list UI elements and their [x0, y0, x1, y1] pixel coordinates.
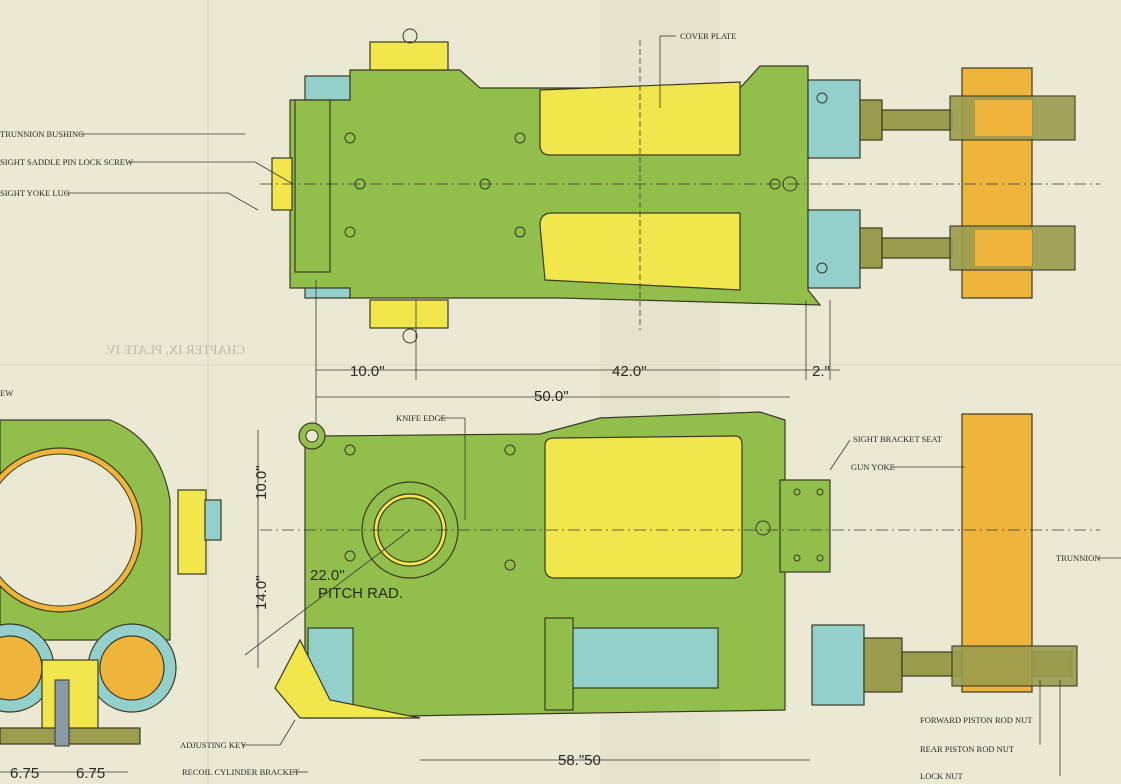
dim-2: 2." [812, 363, 830, 380]
dim-42: 42.0" [612, 363, 647, 380]
label-sight-bracket-seat: SIGHT BRACKET SEAT [853, 434, 943, 444]
dim-6-75-b: 6.75 [76, 765, 105, 782]
side-view [0, 411, 1100, 747]
dim-58-50: 58."50 [558, 752, 601, 769]
label-sight-saddle-pin-lock-screw: SIGHT SADDLE PIN LOCK SCREW [0, 157, 133, 167]
label-forward-piston-rod-nut: FORWARD PISTON ROD NUT [920, 715, 1033, 725]
label-view-partial: EW [0, 388, 13, 398]
top-view [260, 28, 1100, 344]
label-adjusting-key: ADJUSTING KEY [180, 740, 246, 750]
label-cover-plate: COVER PLATE [680, 31, 736, 41]
dim-pitch: 22.0" [310, 567, 345, 584]
label-trunnion-bushing: TRUNNION BUSHING [0, 129, 84, 139]
dim-6-75-a: 6.75 [10, 765, 39, 782]
label-lock-nut: LOCK NUT [920, 771, 964, 781]
label-recoil-cylinder-bracket: RECOIL CYLINDER BRACKET [182, 767, 300, 777]
dim-50: 50.0" [534, 388, 569, 405]
label-trunnion: TRUNNION [1056, 553, 1100, 563]
dim-10-vert: 10.0" [253, 465, 270, 500]
label-rear-piston-rod-nut: REAR PISTON ROD NUT [920, 744, 1015, 754]
mirrored-chapter-text: CHAPTER IX, PLATE IV. [105, 342, 245, 357]
dim-pitch-rad: PITCH RAD. [318, 585, 403, 602]
label-gun-yoke: GUN YOKE [851, 462, 895, 472]
label-sight-yoke-lug: SIGHT YOKE LUG [0, 188, 70, 198]
dim-14-vert: 14.0" [253, 575, 270, 610]
dim-10-top: 10.0" [350, 363, 385, 380]
label-knife-edge: KNIFE EDGE [396, 413, 446, 423]
